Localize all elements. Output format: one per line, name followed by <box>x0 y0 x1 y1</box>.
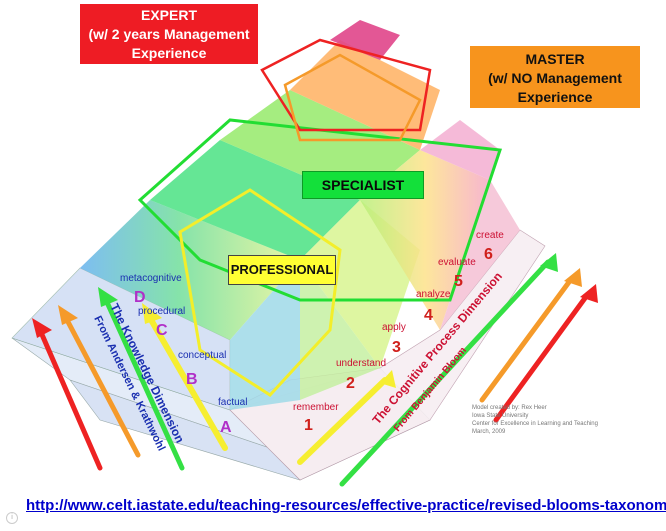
cognitive-number-5: 5 <box>454 273 463 290</box>
expert-line-3: Experience <box>131 45 207 61</box>
credit-line-1: Model created by: Rex Heer <box>472 405 547 411</box>
knowledge-name-b: conceptual <box>178 350 226 361</box>
knowledge-name-c: procedural <box>138 306 185 317</box>
arrow-yellow-icon <box>147 315 228 451</box>
knowledge-letter-d: D <box>134 289 146 306</box>
corner-info-icon: i <box>6 512 18 524</box>
arrow-yellow-icon <box>297 377 388 465</box>
master-outline <box>283 53 422 142</box>
specialist-outline <box>137 118 503 302</box>
arrow-red-icon <box>37 327 103 471</box>
cognitive-name-2: understand <box>336 358 386 369</box>
knowledge-name-a: factual <box>218 397 247 408</box>
cognitive-number-2: 2 <box>346 375 355 392</box>
cognitive-name-3: apply <box>382 322 406 333</box>
level-outlines <box>137 38 503 397</box>
professional-label: PROFESSIONAL <box>228 255 336 285</box>
expert-line-2: (w/ 2 years Management <box>88 26 250 42</box>
specialist-label: SPECIALIST <box>302 171 424 199</box>
knowledge-letter-c: C <box>156 322 168 339</box>
knowledge-letter-a: A <box>220 419 232 436</box>
model-credit: Model created by: Rex Heer Iowa State Un… <box>472 404 622 436</box>
cognitive-name-6: create <box>476 230 504 241</box>
knowledge-name-d: metacognitive <box>120 273 182 284</box>
cognitive-number-1: 1 <box>304 417 313 434</box>
arrow-orange-icon <box>479 275 575 403</box>
knowledge-letter-b: B <box>186 371 198 388</box>
master-line-2: (w/ NO Management <box>488 70 622 86</box>
cognitive-number-6: 6 <box>484 246 493 263</box>
credit-line-2: Iowa State University <box>472 413 529 419</box>
master-title: MASTER <box>525 51 585 67</box>
expert-title: EXPERT <box>140 7 197 23</box>
cognitive-name-1: remember <box>293 402 339 413</box>
master-line-3: Experience <box>517 89 593 105</box>
cognitive-name-4: analyze <box>416 289 451 300</box>
source-link[interactable]: http://www.celt.iastate.edu/teaching-res… <box>26 497 666 514</box>
credit-line-4: March, 2009 <box>472 429 506 435</box>
cognitive-name-5: evaluate <box>438 257 476 268</box>
arrow-orange-icon <box>63 315 141 458</box>
arrow-green-icon <box>103 297 185 471</box>
master-label: MASTER (w/ NO Management Experience <box>470 46 640 108</box>
credit-line-3: Center for Excellence in Learning and Te… <box>472 421 598 427</box>
left-arrows <box>32 287 228 471</box>
professional-outline <box>178 188 342 397</box>
cognitive-number-3: 3 <box>392 339 401 356</box>
expert-label: EXPERT (w/ 2 years Management Experience <box>80 4 258 64</box>
right-arrows <box>297 253 598 487</box>
cognitive-number-4: 4 <box>424 307 433 324</box>
arrow-green-icon <box>339 259 551 487</box>
arrow-red-icon <box>493 291 591 423</box>
